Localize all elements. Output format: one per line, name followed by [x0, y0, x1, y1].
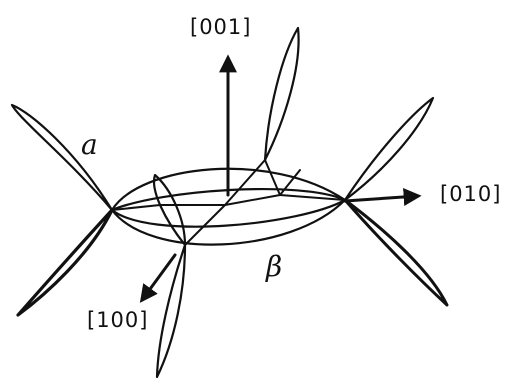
central-ellipses: [110, 167, 347, 246]
lobe-front-upper: [152, 173, 187, 247]
top-vertex-lobe: [263, 26, 300, 162]
internal-line-c: [111, 204, 226, 211]
alpha-label: a: [81, 128, 98, 161]
lobe-front-lower: [155, 243, 187, 379]
lobe-top: [263, 26, 300, 162]
beta-label: β: [266, 250, 283, 283]
axis-010-label: [010]: [440, 182, 502, 206]
right-vertex-lobes: [343, 96, 449, 307]
coordinate-axes: [139, 54, 422, 303]
ellipse-alpha-lower: [110, 198, 347, 228]
internal-line-a: [184, 159, 266, 246]
front-vertex-lobes: [152, 173, 187, 379]
lobe-left-lower: [16, 208, 114, 317]
left-vertex-lobes: [10, 103, 114, 317]
lobe-right-lower: [343, 198, 449, 307]
ellipse-beta-upper: [110, 188, 347, 212]
axis-001-label: [001]: [190, 15, 252, 39]
ellipse-alpha-upper: [110, 167, 347, 212]
ellipse-beta-lower: [110, 198, 347, 246]
axis-010-arrow: [343, 188, 422, 206]
lobe-left-upper: [10, 103, 114, 212]
axis-100-arrow: [139, 253, 177, 303]
lobe-right-upper: [343, 96, 435, 202]
internal-line-d: [264, 159, 346, 201]
axis-100-label: [100]: [87, 308, 149, 332]
